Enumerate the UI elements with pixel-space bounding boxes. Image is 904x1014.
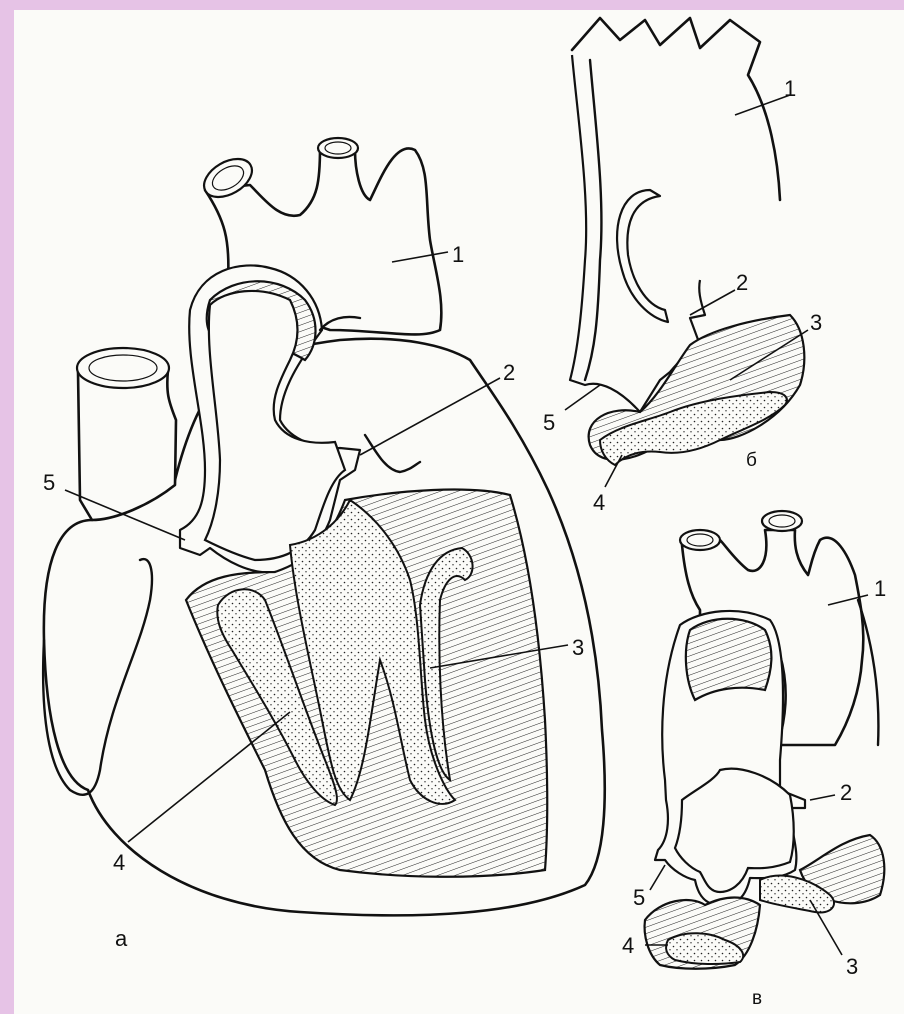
aortic-cusp-c bbox=[686, 619, 772, 700]
label-b-4: 4 bbox=[593, 490, 605, 515]
panel-a-heart: 1 2 3 4 5 а bbox=[43, 138, 605, 951]
vena-cava-opening bbox=[77, 348, 169, 388]
label-c-3: 3 bbox=[846, 954, 858, 979]
label-a-5: 5 bbox=[43, 470, 55, 495]
label-b-1: 1 bbox=[784, 76, 796, 101]
panel-label-c: в bbox=[752, 988, 762, 1009]
panel-label-b: б bbox=[746, 450, 757, 471]
label-a-4: 4 bbox=[113, 850, 125, 875]
label-c-5: 5 bbox=[633, 885, 645, 910]
label-b-2: 2 bbox=[736, 270, 748, 295]
label-a-1: 1 bbox=[452, 242, 464, 267]
panel-b-aortic-root: 1 2 3 4 5 б bbox=[543, 18, 822, 515]
label-b-3: 3 bbox=[810, 310, 822, 335]
label-a-2: 2 bbox=[503, 360, 515, 385]
label-b-5: 5 bbox=[543, 410, 555, 435]
panel-c-aortic-root: 1 2 3 4 5 в bbox=[622, 511, 886, 1009]
label-c-2: 2 bbox=[840, 780, 852, 805]
label-c-4: 4 bbox=[622, 933, 634, 958]
label-c-1: 1 bbox=[874, 576, 886, 601]
label-a-3: 3 bbox=[572, 635, 584, 660]
panel-label-a: а bbox=[115, 926, 128, 951]
